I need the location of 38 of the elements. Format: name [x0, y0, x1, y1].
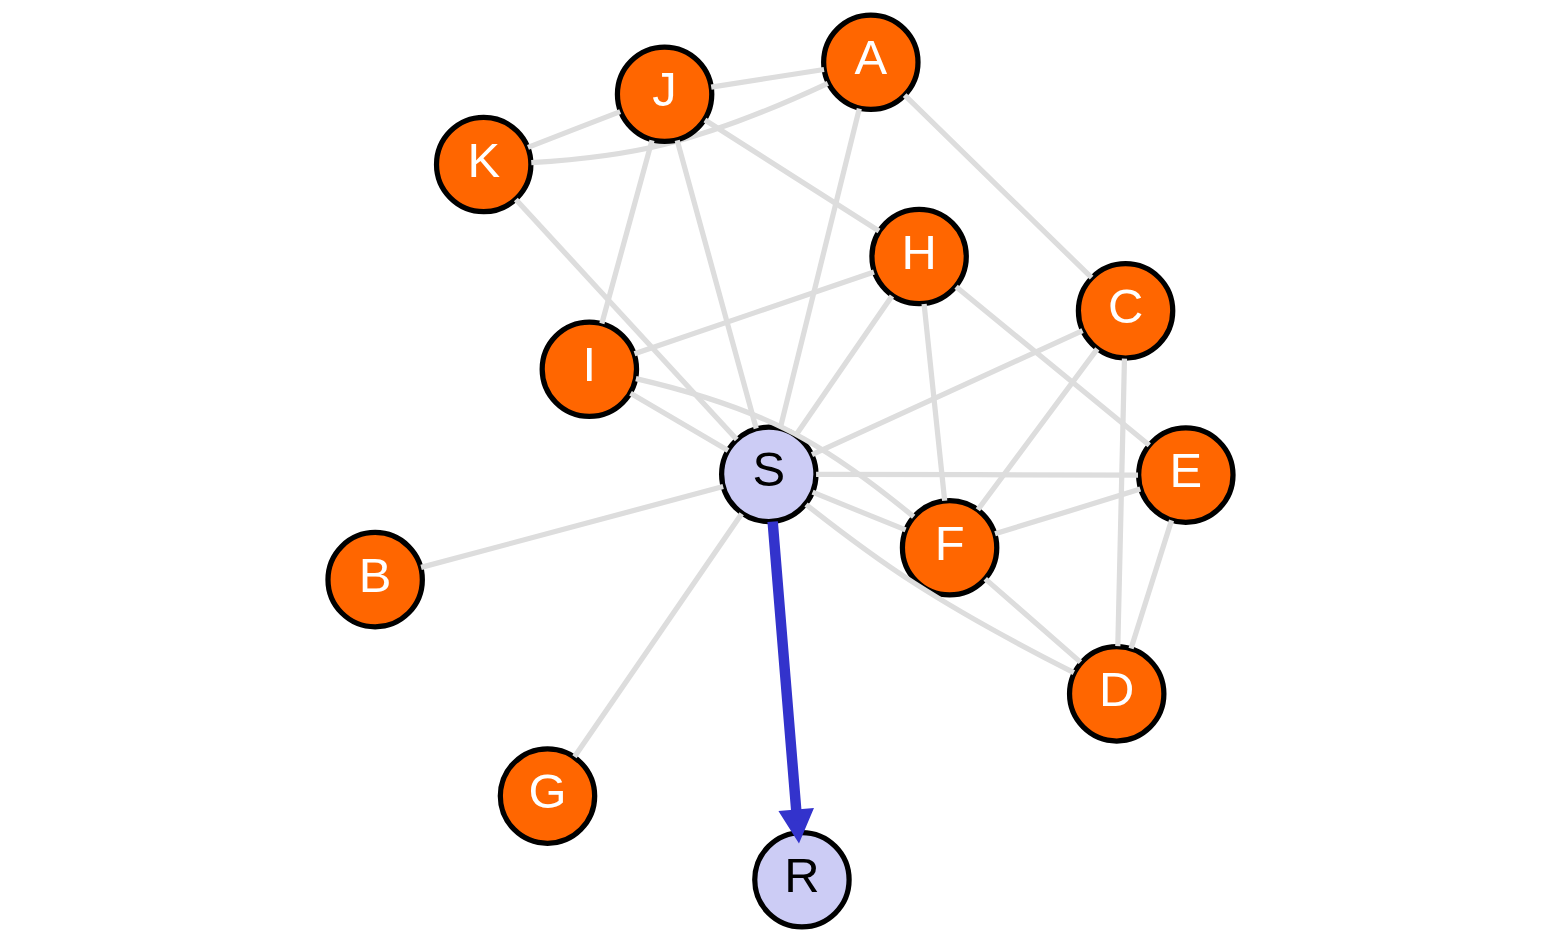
connector: [921, 303, 947, 502]
connector: [633, 269, 875, 357]
connector: [628, 391, 729, 453]
connector: [526, 109, 621, 150]
connector: [1114, 358, 1127, 647]
connector: [902, 93, 1093, 280]
connector: [811, 489, 907, 533]
connector: [634, 376, 915, 519]
connector: [674, 139, 759, 430]
connector: [953, 284, 1151, 448]
connector: [598, 139, 655, 325]
node-circle: A: [820, 12, 921, 112]
node-circle: S: [718, 424, 819, 525]
node-circle: R: [751, 830, 852, 930]
node-circle: J: [614, 44, 714, 145]
connector: [993, 486, 1141, 537]
connector: [710, 66, 824, 90]
connector: [703, 117, 880, 234]
node-circle: B: [324, 529, 425, 630]
connector: [983, 576, 1082, 665]
connector: [1128, 519, 1174, 650]
connector: [810, 328, 1084, 457]
node-circle: F: [899, 497, 999, 598]
node-circle: K: [433, 114, 533, 215]
connector: [803, 502, 1075, 675]
node-circle: D: [1066, 644, 1166, 744]
connector: [975, 347, 1099, 512]
node-circle: H: [868, 206, 969, 307]
node-circle: G: [497, 746, 597, 846]
connector: [530, 80, 829, 166]
arrow: [766, 521, 814, 844]
node-circle: E: [1135, 425, 1236, 525]
node-circle: I: [539, 319, 639, 419]
connector: [815, 471, 1138, 478]
node-circle: C: [1075, 261, 1175, 361]
connector: [419, 484, 724, 570]
connector: [571, 512, 744, 759]
connector: [513, 197, 739, 442]
